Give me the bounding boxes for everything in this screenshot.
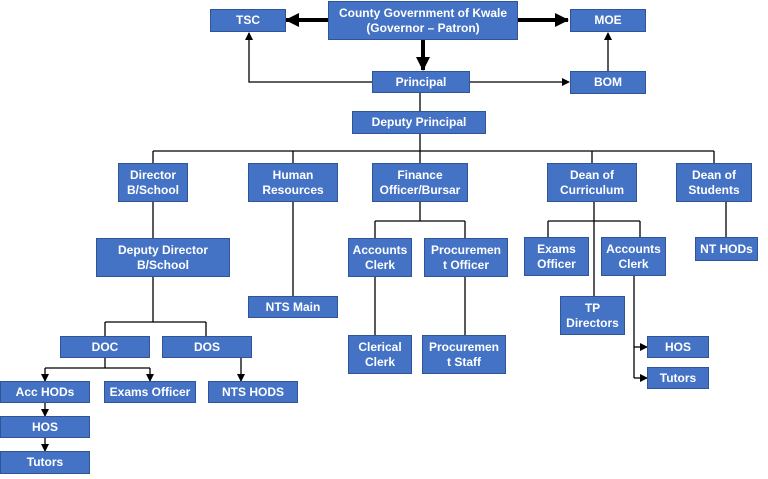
node-accounts-clerk-finance: Accounts Clerk — [348, 238, 412, 277]
node-acc-hods: Acc HODs — [0, 381, 90, 403]
node-dean-students: Dean of Students — [676, 163, 752, 202]
node-county-government: County Government of Kwale (Governor – P… — [328, 1, 518, 40]
node-doc: DOC — [60, 336, 150, 358]
node-exams-officer: Exams Officer — [104, 381, 196, 403]
arrow-principal-tsc — [245, 32, 372, 83]
node-nt-hods: NT HODs — [695, 237, 758, 261]
node-human-resources: Human Resources — [248, 163, 338, 202]
node-deputy-principal: Deputy Principal — [352, 111, 486, 134]
node-procurement-officer: Procuremen t Officer — [424, 238, 508, 277]
node-accounts-clerk-dean: Accounts Clerk — [601, 237, 666, 276]
node-procurement-staff: Procuremen t Staff — [422, 335, 506, 374]
node-principal: Principal — [372, 71, 470, 93]
node-director-bschool: Director B/School — [118, 163, 188, 202]
node-deputy-director: Deputy Director B/School — [96, 238, 230, 277]
node-nts-main: NTS Main — [248, 296, 338, 318]
node-exams-officer-dean: Exams Officer — [524, 237, 589, 276]
node-clerical-clerk: Clerical Clerk — [348, 335, 412, 374]
node-hos-right: HOS — [647, 336, 709, 358]
node-tutors-right: Tutors — [647, 367, 709, 389]
node-dean-curriculum: Dean of Curriculum — [547, 163, 637, 202]
node-nts-hods: NTS HODS — [208, 381, 298, 403]
node-finance-officer: Finance Officer/Bursar — [372, 163, 468, 202]
node-tsc: TSC — [210, 9, 286, 32]
node-tutors-left: Tutors — [0, 451, 90, 474]
node-hos-left: HOS — [0, 416, 90, 438]
node-dos: DOS — [162, 336, 252, 358]
node-bom: BOM — [570, 71, 646, 94]
node-tp-directors: TP Directors — [560, 296, 625, 335]
node-moe: MOE — [570, 9, 646, 32]
